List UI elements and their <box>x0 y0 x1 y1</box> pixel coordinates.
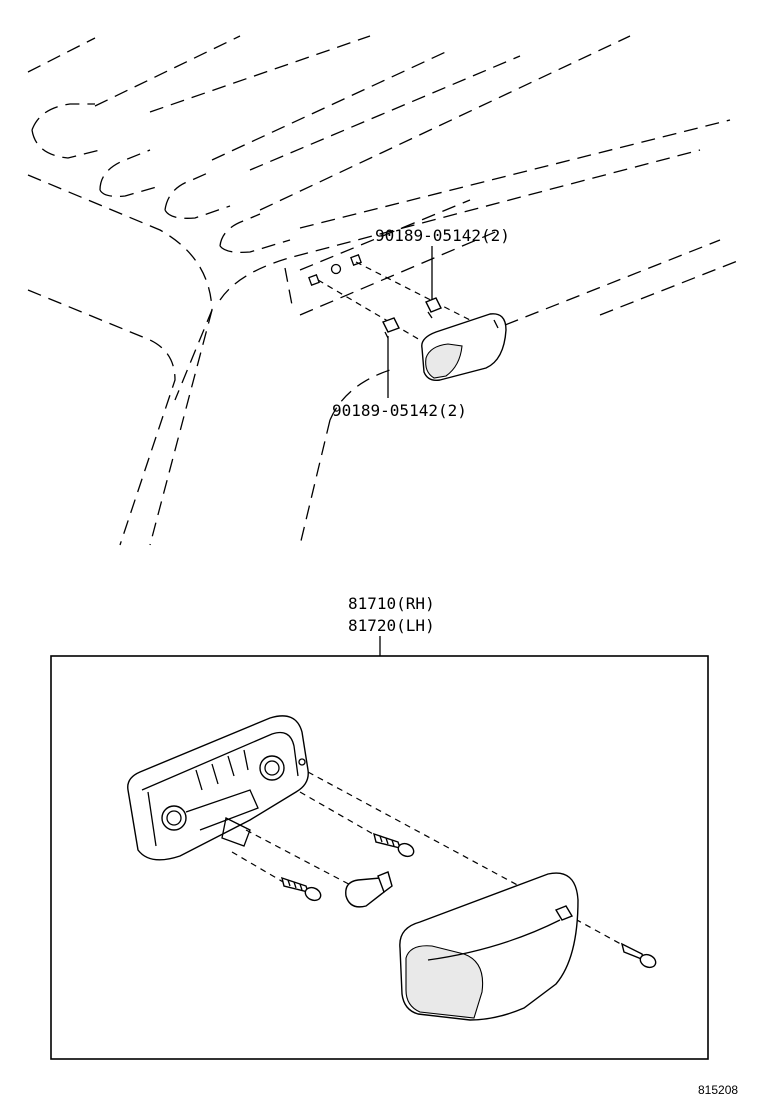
callout-clip-upper: 90189-05142(2) <box>375 226 510 245</box>
figure-id: 815208 <box>698 1083 738 1097</box>
clip-upper <box>425 297 442 319</box>
screw-lower <box>281 876 322 902</box>
lamp-lens <box>399 872 579 1021</box>
callout-clip-lower: 90189-05142(2) <box>332 401 467 420</box>
lamp-assembly-frame <box>50 655 709 1060</box>
bulb <box>345 871 393 908</box>
clip-lower <box>382 317 400 339</box>
lamp-housing <box>127 715 309 861</box>
callout-lamp-rh: 81710(RH) <box>348 594 435 613</box>
screw-upper <box>373 832 415 858</box>
vehicle-roof-phantom <box>27 35 741 546</box>
lamp-lens-installed <box>421 313 507 382</box>
screw-right <box>620 942 657 969</box>
callout-lamp-lh: 81720(LH) <box>348 616 435 635</box>
upper-assembly-lines <box>317 261 471 341</box>
